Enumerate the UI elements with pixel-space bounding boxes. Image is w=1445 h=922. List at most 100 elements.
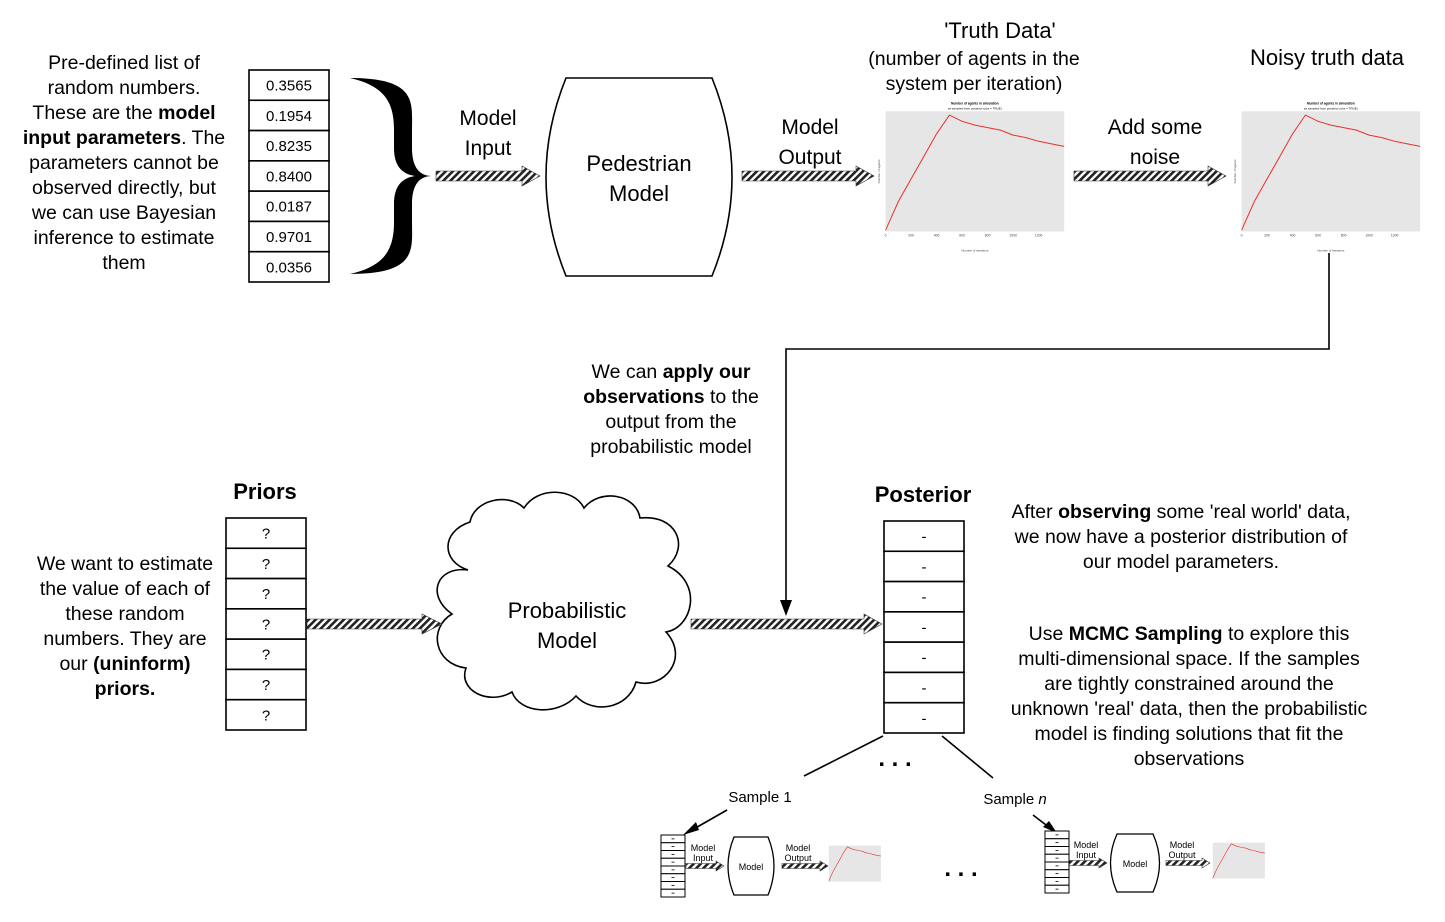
sample-n-model-output-label: Model Output — [1168, 840, 1196, 860]
text-segment: model input parameters — [22, 102, 216, 149]
chart-x-tick-label: 1200 — [1035, 233, 1043, 237]
pedestrian-model-shape — [545, 77, 733, 277]
text-segment: MCMC Sampling — [1068, 623, 1223, 645]
add-noise-arrow — [1073, 165, 1227, 187]
sample-1-pointer — [691, 809, 728, 831]
chart-series-line — [885, 114, 1065, 231]
input-parameters-description: Pre-defined list of random numbers. Thes… — [18, 51, 230, 276]
sample-1-mini-model-shape — [727, 836, 775, 896]
posterior-table: ------- — [883, 520, 965, 734]
sample-1-mini-chart — [828, 845, 881, 882]
sample-1-model-input-label: Model Input — [690, 843, 716, 863]
curly-brace — [350, 78, 432, 274]
chart-x-tick-label: 600 — [1315, 233, 1321, 237]
model-output-arrow — [741, 165, 875, 187]
sample-n-mini-chart — [1212, 842, 1265, 879]
model-input-label: Model Input — [459, 107, 517, 160]
sample-n-prefix: Sample — [983, 791, 1039, 808]
posterior-value: - — [922, 559, 927, 576]
mcmc-sampling-description: Use MCMC Sampling to explore this multi-… — [1010, 622, 1368, 772]
sample-1-model-label: Model — [738, 862, 764, 872]
posterior-description: After observing some 'real world' data, … — [1002, 500, 1360, 575]
input-parameter-value: 0.8235 — [266, 138, 312, 155]
prior-value: ? — [262, 526, 270, 543]
model-input-arrow — [435, 165, 541, 187]
input-parameter-cell — [248, 220, 330, 253]
model-to-posterior-arrow — [690, 613, 883, 635]
input-parameter-value: 0.9701 — [266, 229, 312, 246]
input-parameter-cell — [248, 69, 330, 102]
text-segment: Use — [1028, 623, 1069, 645]
apply-observations-description: We can apply our observations to the out… — [566, 360, 776, 460]
chart-x-tick-label: 200 — [1264, 233, 1270, 237]
prior-value: ? — [262, 707, 270, 724]
chart-x-tick-label: 1200 — [1391, 233, 1399, 237]
priors-table: ??????? — [225, 517, 307, 731]
sample-1-output-arrow — [781, 860, 829, 872]
text-segment: We can — [591, 361, 663, 383]
input-parameter-cell — [248, 190, 330, 223]
chart-plot-panel — [1212, 842, 1265, 879]
posterior-value: - — [922, 650, 927, 667]
prior-value: ? — [262, 616, 270, 633]
text-segment: observing — [1058, 501, 1152, 523]
sample-n-variable: n — [1038, 791, 1047, 808]
chart-x-tick-label: 800 — [985, 233, 991, 237]
chart-plot-panel — [885, 111, 1065, 232]
chart-x-tick-label: 800 — [1341, 233, 1347, 237]
text-segment: apply our observations — [583, 361, 751, 408]
prior-value: ? — [262, 586, 270, 603]
sample-mini-tables — [660, 830, 1070, 898]
input-parameter-value: 0.1954 — [266, 108, 312, 125]
sample-n-output-arrow — [1165, 857, 1211, 869]
input-parameters-table: 0.35650.19540.82350.84000.01870.97010.03… — [248, 69, 330, 283]
chart-y-axis-label: Number of agents — [877, 159, 881, 183]
arrows-group — [306, 165, 1227, 872]
prior-cell — [225, 668, 307, 701]
priors-title: Priors — [233, 479, 297, 504]
chart-series-line — [828, 846, 881, 882]
sample-1-input-arrow — [685, 860, 725, 872]
prior-value: ? — [262, 556, 270, 573]
posterior-value: - — [922, 529, 927, 546]
text-segment: After — [1011, 501, 1059, 523]
priors-description: We want to estimate the value of each of… — [30, 552, 220, 702]
chart-x-axis-label: Number of iterations — [1317, 249, 1345, 253]
chart-series-line — [1212, 843, 1265, 879]
text-segment: some 'real world' data, we now have a po… — [1014, 501, 1351, 573]
input-parameter-value: 0.3565 — [266, 78, 312, 95]
sample-n-model-label: Model — [1122, 859, 1148, 869]
input-parameter-value: 0.0187 — [266, 199, 312, 216]
input-parameter-cell — [248, 99, 330, 132]
chart-x-axis-label: Number of iterations — [961, 249, 989, 253]
posterior-branch-left — [803, 735, 884, 777]
chart-x-tick-label: 0 — [1241, 233, 1243, 237]
chart-x-tick-label: 400 — [934, 233, 940, 237]
text-segment: . The parameters cannot be observed dire… — [29, 127, 226, 274]
posterior-cell — [883, 520, 965, 553]
posterior-cell — [883, 671, 965, 704]
chart-subtitle: as sampled from posterior (obs = TRUE) — [1304, 106, 1358, 110]
chart-x-tick-label: 1000 — [1009, 233, 1017, 237]
chart-title: Number of agents in simulation — [1307, 102, 1355, 106]
chart-plot-panel — [1241, 111, 1421, 232]
chart-plot-panel — [828, 845, 881, 882]
posterior-branch-right — [941, 735, 994, 779]
sample-1-model-output-label: Model Output — [784, 843, 812, 863]
posterior-cell — [883, 550, 965, 583]
posterior-cell — [883, 580, 965, 613]
posterior-value: - — [922, 619, 927, 636]
sample-n-model-input-label: Model Input — [1073, 840, 1099, 860]
chart-x-tick-label: 0 — [885, 233, 887, 237]
text-segment: Pre-defined list of random numbers. Thes… — [32, 52, 201, 124]
probabilistic-model-label: Probabilistic Model — [507, 598, 627, 653]
chart-x-tick-label: 600 — [959, 233, 965, 237]
model-output-label: Model Output — [778, 116, 842, 169]
add-noise-label: Add some noise — [1107, 116, 1203, 169]
noisy-truth-data-title: Noisy truth data — [1249, 45, 1405, 70]
prior-cell — [225, 698, 307, 731]
